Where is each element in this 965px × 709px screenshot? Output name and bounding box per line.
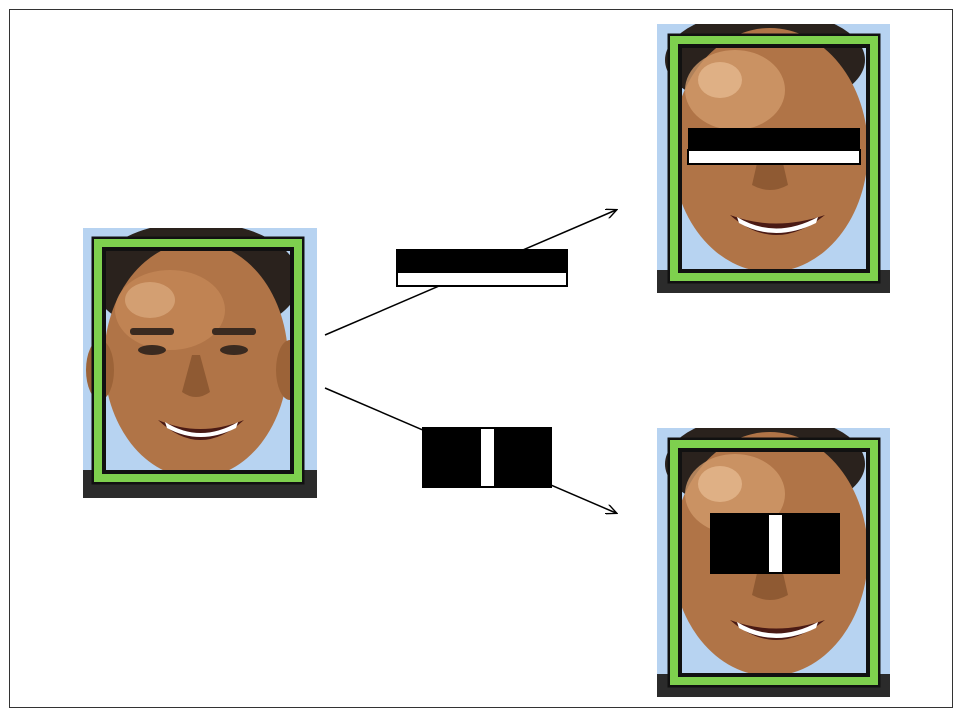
horizontal-edge-feature [396,249,568,287]
vertical-line-feature [422,427,552,488]
diagram-frame [9,9,953,708]
horizontal-feature-overlay [687,128,861,165]
input-face-photo [83,228,317,498]
vertical-feature-overlay [710,513,840,574]
